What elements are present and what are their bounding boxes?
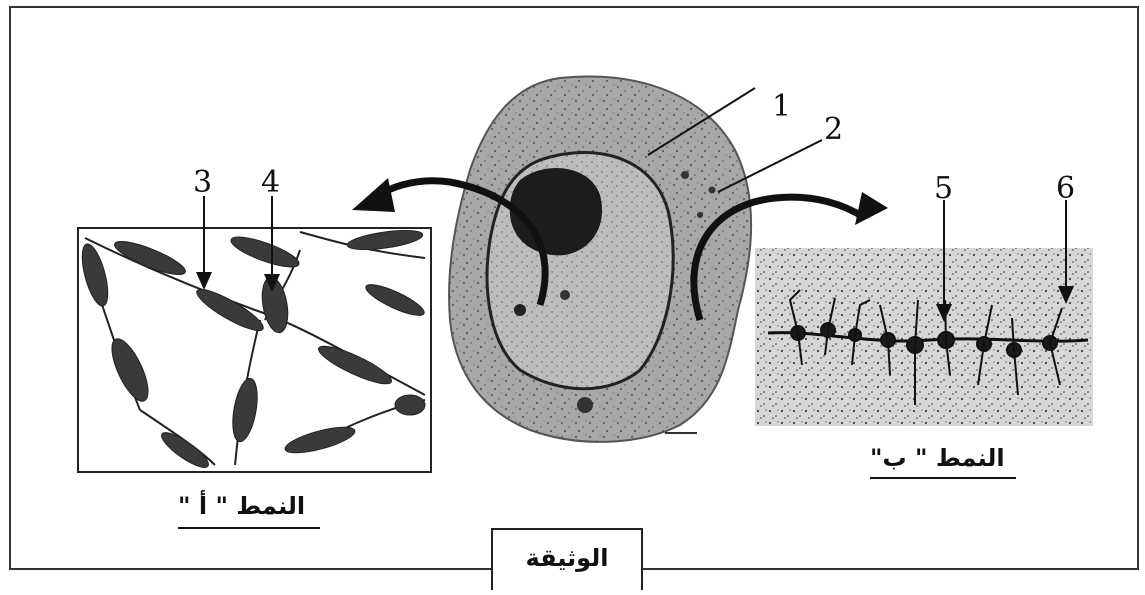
granule [709,187,716,194]
granule [681,171,689,179]
label-6: 6 [1056,174,1075,204]
label-2: 2 [824,115,843,145]
caption-pattern-b: النمط " ب" [870,444,1005,472]
caption-pattern-a: النمط " أ " [178,492,305,520]
label-1: 1 [772,92,791,122]
curved-arrow-left-head [352,178,395,212]
panel-b-background [755,248,1093,426]
cell-micrograph [449,77,751,442]
panel-pattern-b [755,200,1093,426]
chromatin-spot [514,304,526,316]
document-title-box: الوثيقة [491,528,643,590]
nucleolus [510,168,602,255]
granule [577,397,593,413]
granule [697,212,703,218]
curved-arrow-right-head [855,192,888,225]
label-4: 4 [261,168,280,198]
chromatin-spot [560,290,570,300]
label-3: 3 [193,168,212,198]
document-title: الوثيقة [493,544,641,572]
panel-pattern-a [77,196,431,473]
label-5: 5 [934,174,953,204]
